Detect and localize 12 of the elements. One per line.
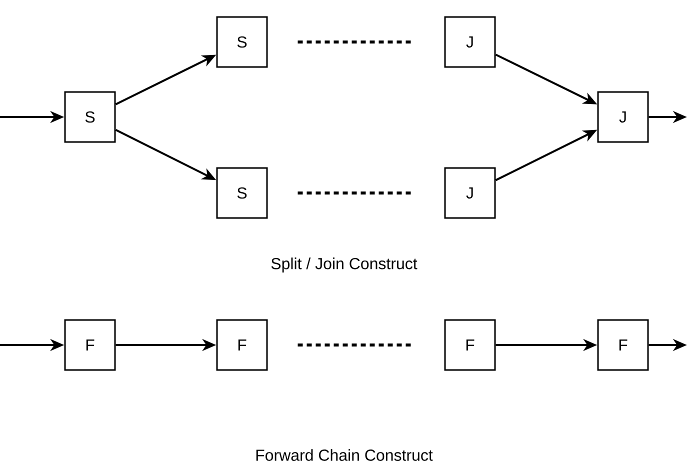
process-box: F [597,319,649,371]
caption: Forward Chain Construct [256,449,433,461]
process-box: J [444,16,496,68]
process-box: J [444,167,496,219]
process-box: S [64,91,116,143]
process-box: J [597,91,649,143]
process-box: F [64,319,116,371]
process-box: F [444,319,496,371]
process-box: S [216,16,268,68]
caption: Split / Join Construct [271,258,418,272]
process-box: S [216,167,268,219]
process-box: F [216,319,268,371]
